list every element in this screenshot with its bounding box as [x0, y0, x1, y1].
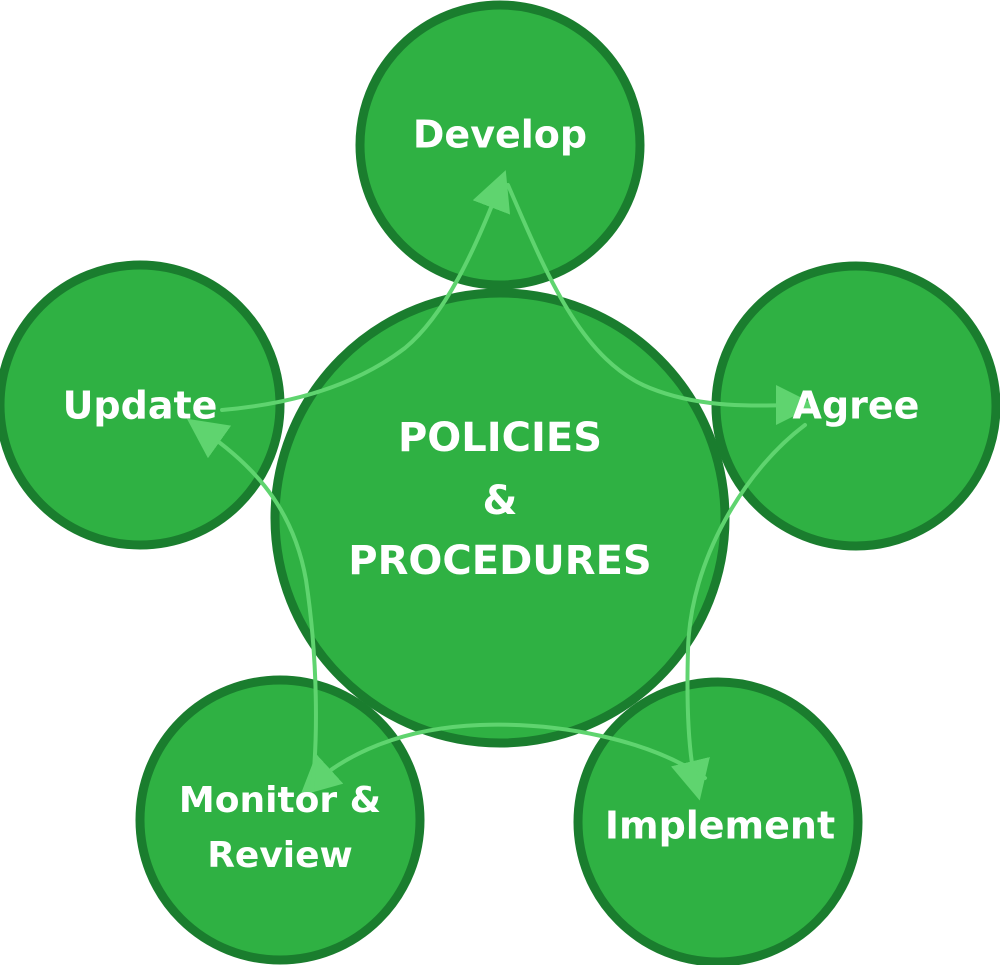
- arrow-develop-to-agree: [506, 183, 816, 426]
- update-label: Update: [63, 384, 218, 428]
- update-circle: [0, 260, 285, 550]
- arrow-monitor-to-update: [186, 418, 318, 792]
- agree-circle: [711, 261, 1000, 551]
- arrow-update-to-develop: [220, 170, 511, 412]
- center-title-line-1: POLICIES: [398, 415, 602, 461]
- develop-circle: [355, 0, 645, 290]
- arrow-implement-to-monitor: [300, 722, 707, 796]
- agree-label: Agree: [793, 384, 920, 428]
- center-title-line-3: PROCEDURES: [348, 538, 651, 584]
- center-title-line-2: &: [483, 478, 518, 524]
- monitor-review-circle: [135, 675, 425, 965]
- arrow-agree-to-implement: [670, 423, 807, 801]
- monitor-review-label-line-1: Monitor &: [179, 780, 381, 821]
- monitor-review-label-line-2: Review: [207, 835, 353, 876]
- implement-circle: [573, 677, 863, 965]
- implement-label: Implement: [605, 804, 835, 848]
- develop-label: Develop: [413, 113, 587, 157]
